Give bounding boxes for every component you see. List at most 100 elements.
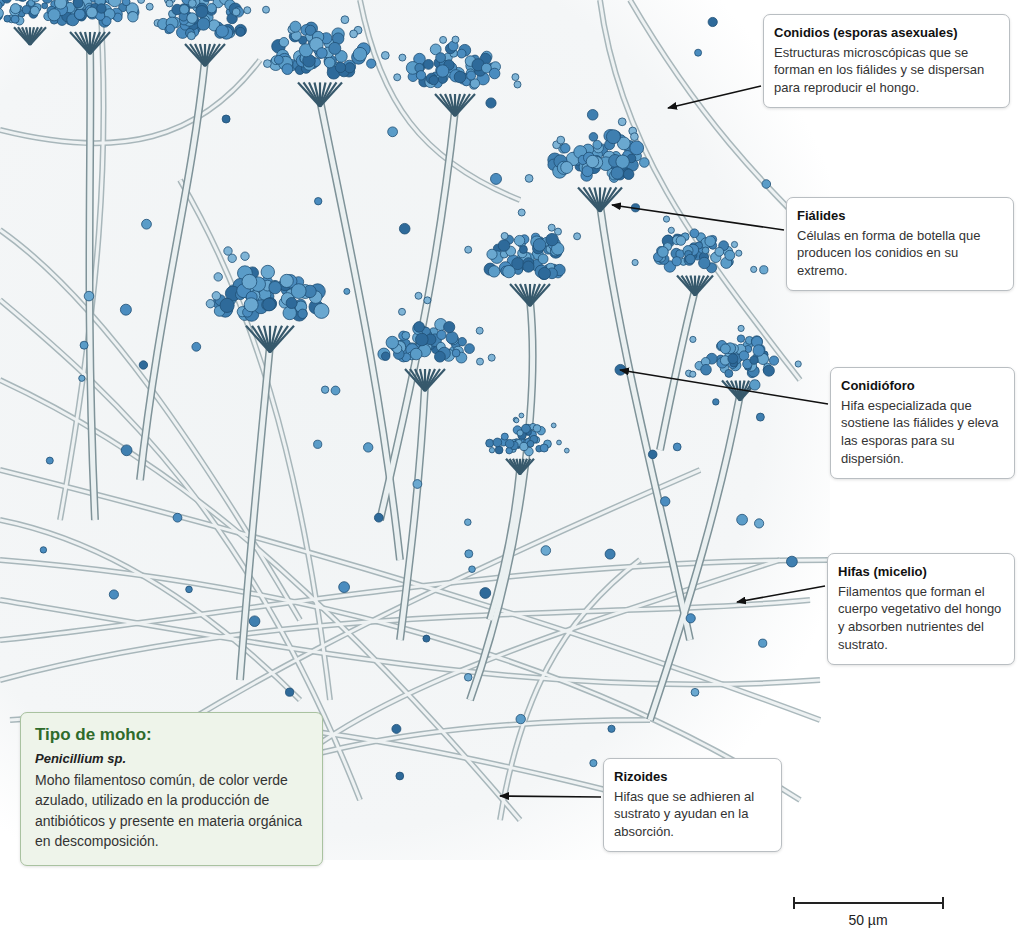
conidium: [513, 417, 518, 422]
conidium: [488, 354, 495, 361]
conidium: [224, 247, 232, 255]
conidium: [120, 304, 131, 315]
conidium: [220, 298, 234, 312]
conidium: [750, 356, 758, 364]
conidium: [321, 386, 328, 393]
callout-text: Estructuras microscópicas que se forman …: [774, 44, 999, 98]
conidium: [180, 5, 189, 14]
conidium: [146, 3, 153, 10]
conidium: [282, 64, 293, 75]
conidium: [618, 118, 626, 126]
conidium: [188, 0, 196, 7]
phialide: [677, 276, 695, 296]
conidium: [648, 450, 657, 459]
conidium: [701, 364, 712, 375]
conidium: [207, 4, 216, 13]
phialide: [298, 82, 320, 106]
conidium: [399, 223, 410, 234]
conidium: [446, 332, 458, 344]
conidium: [630, 141, 644, 155]
conidium: [350, 30, 358, 38]
phialide: [420, 369, 425, 391]
conidium: [465, 550, 473, 558]
phialide: [513, 459, 520, 474]
conidium: [458, 338, 466, 346]
phialide: [510, 459, 521, 474]
scale-bar: [794, 897, 943, 909]
conidium: [46, 457, 53, 464]
conidium: [465, 519, 472, 526]
conidium: [435, 351, 446, 362]
phialide: [520, 459, 534, 474]
phialide: [18, 27, 30, 45]
phialide: [722, 381, 740, 401]
leader-line: [612, 205, 784, 230]
conidium: [280, 274, 293, 287]
conidium: [263, 6, 270, 13]
conidium: [523, 261, 534, 272]
phialide: [736, 381, 741, 401]
conidium: [73, 0, 83, 8]
conidium: [514, 418, 519, 423]
conidium: [108, 0, 121, 7]
conidium: [702, 247, 709, 254]
conidium: [48, 9, 60, 21]
conidium: [399, 54, 406, 61]
callout-heading: Conidios (esporas asexuales): [774, 24, 999, 42]
conidium: [464, 674, 472, 682]
spore-heads: [0, 0, 801, 820]
conidium: [235, 24, 247, 36]
conidium: [142, 219, 152, 229]
conidium: [690, 336, 696, 342]
callout-box: ConidióforoHifa especializada que sostie…: [830, 367, 1015, 479]
conidium: [658, 247, 669, 258]
conidiophore-lumen: [89, 48, 740, 720]
conidium: [353, 47, 367, 61]
conidium: [763, 365, 774, 376]
conidium: [759, 639, 767, 647]
conidium: [518, 209, 525, 216]
conidium: [624, 169, 634, 179]
conidium: [166, 24, 175, 33]
conidium: [317, 48, 328, 59]
conidium: [11, 4, 21, 14]
conidium: [561, 162, 573, 174]
conidium: [18, 0, 25, 1]
callout-text: Hifas que se adhieren al sustrato y ayud…: [614, 788, 771, 842]
phialide: [727, 381, 741, 401]
conidium: [467, 71, 476, 80]
conidium: [324, 57, 335, 68]
leader-line: [737, 586, 825, 602]
conidium: [2, 0, 11, 3]
phialide: [200, 44, 205, 66]
micrograph-ground: [0, 0, 830, 860]
conidium: [486, 98, 496, 108]
phialide: [691, 276, 696, 296]
conidiophore-outline: [89, 48, 740, 720]
phialide: [415, 369, 425, 391]
phialide: [450, 94, 455, 116]
conidium: [750, 380, 760, 390]
conidium: [564, 448, 569, 453]
conidium: [214, 273, 222, 281]
conidium: [787, 556, 798, 567]
conidium: [631, 133, 639, 141]
callout-box: Hifas (micelio)Filamentos que forman el …: [827, 553, 1015, 665]
conidium: [477, 358, 484, 365]
conidium: [212, 292, 220, 300]
conidium: [196, 6, 208, 18]
conidium: [690, 229, 699, 238]
conidium: [42, 3, 48, 9]
phialide: [506, 459, 520, 474]
conidium: [206, 300, 214, 308]
conidium: [495, 446, 503, 454]
species-name: Penicillium sp.: [35, 751, 308, 766]
conidium: [561, 144, 570, 153]
phialide: [686, 276, 695, 296]
conidium: [611, 167, 623, 179]
hyphae-outline: [0, 0, 830, 830]
conidium: [378, 348, 390, 360]
conidium: [514, 235, 524, 245]
phialide: [264, 326, 270, 352]
conidium: [381, 52, 389, 60]
